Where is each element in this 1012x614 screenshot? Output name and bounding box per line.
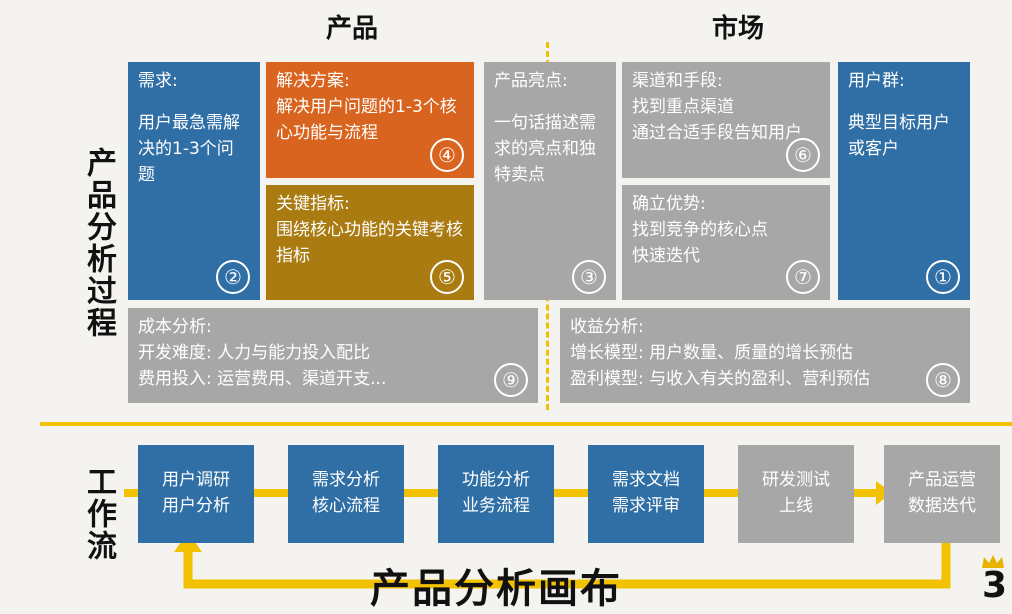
- card-revenue-number: ⑧: [926, 363, 960, 397]
- card-demand-number: ②: [216, 260, 250, 294]
- crown-icon: [982, 555, 1004, 568]
- workflow-step-3-line2: 业务流程: [462, 496, 530, 516]
- card-demand-title: 需求:: [138, 71, 178, 91]
- card-revenue-title: 收益分析:: [570, 317, 644, 337]
- card-cost-line1: 开发难度: 人力与能力投入配比: [138, 343, 371, 363]
- workflow-step-4: 需求文档 需求评审: [588, 445, 704, 543]
- card-user-group-title: 用户群:: [848, 71, 905, 91]
- card-advantage-line1: 找到竞争的核心点: [632, 220, 768, 240]
- card-user-group: 用户群: 典型目标用户或客户 ①: [838, 62, 970, 300]
- workflow-step-3: 功能分析 业务流程: [438, 445, 554, 543]
- page-number: 3: [982, 565, 1008, 606]
- workflow-step-1-line1: 用户调研: [162, 470, 230, 490]
- card-cost-title: 成本分析:: [138, 317, 212, 337]
- card-key-metrics-body: 围绕核心功能的关键考核指标: [276, 220, 463, 266]
- card-advantage-number: ⑦: [786, 260, 820, 294]
- card-advantage: 确立优势: 找到竞争的核心点 快速迭代 ⑦: [622, 185, 830, 300]
- workflow-step-4-line2: 需求评审: [612, 496, 680, 516]
- card-solution-number: ④: [430, 138, 464, 172]
- workflow-step-5: 研发测试 上线: [738, 445, 854, 543]
- card-advantage-title: 确立优势:: [632, 194, 706, 214]
- workflow-step-1: 用户调研 用户分析: [138, 445, 254, 543]
- card-solution-body: 解决用户问题的1-3个核心功能与流程: [276, 97, 457, 143]
- workflow-step-2: 需求分析 核心流程: [288, 445, 404, 543]
- card-highlights-body: 一句话描述需求的亮点和独特卖点: [494, 113, 596, 185]
- workflow-step-5-line1: 研发测试: [762, 470, 830, 490]
- card-demand: 需求: 用户最急需解决的1-3个问题 ②: [128, 62, 260, 300]
- card-highlights: 产品亮点: 一句话描述需求的亮点和独特卖点 ③: [484, 62, 616, 300]
- card-channels: 渠道和手段: 找到重点渠道 通过合适手段告知用户 ⑥: [622, 62, 830, 178]
- card-key-metrics: 关键指标: 围绕核心功能的关键考核指标 ⑤: [266, 185, 474, 300]
- card-highlights-number: ③: [572, 260, 606, 294]
- workflow-step-6-line1: 产品运营: [908, 470, 976, 490]
- card-solution-title: 解决方案:: [276, 71, 350, 91]
- card-highlights-title: 产品亮点:: [494, 71, 568, 91]
- card-cost-line2: 费用投入: 运营费用、渠道开支...: [138, 369, 387, 389]
- card-key-metrics-number: ⑤: [430, 260, 464, 294]
- workflow-step-3-line1: 功能分析: [462, 470, 530, 490]
- card-advantage-line2: 快速迭代: [632, 246, 700, 266]
- card-channels-line2: 通过合适手段告知用户: [632, 123, 802, 143]
- card-channels-number: ⑥: [786, 138, 820, 172]
- workflow-step-5-line2: 上线: [779, 496, 813, 516]
- card-key-metrics-title: 关键指标:: [276, 194, 350, 214]
- card-channels-title: 渠道和手段:: [632, 71, 723, 91]
- card-user-group-number: ①: [926, 260, 960, 294]
- product-header: 产品: [326, 14, 379, 44]
- card-user-group-body: 典型目标用户或客户: [848, 113, 950, 159]
- workflow-step-6-line2: 数据迭代: [908, 496, 976, 516]
- section-separator: [40, 422, 1012, 426]
- workflow-step-2-line2: 核心流程: [312, 496, 380, 516]
- card-revenue-line1: 增长模型: 用户数量、质量的增长预估: [570, 343, 854, 363]
- card-solution: 解决方案: 解决用户问题的1-3个核心功能与流程 ④: [266, 62, 474, 178]
- card-cost-number: ⑨: [494, 363, 528, 397]
- card-cost: 成本分析: 开发难度: 人力与能力投入配比 费用投入: 运营费用、渠道开支...…: [128, 308, 538, 403]
- card-demand-body: 用户最急需解决的1-3个问题: [138, 113, 240, 185]
- workflow-step-2-line1: 需求分析: [312, 470, 380, 490]
- canvas-title: 产品分析画布: [370, 566, 622, 612]
- workflow-step-1-line2: 用户分析: [162, 496, 230, 516]
- workflow-step-4-line1: 需求文档: [612, 470, 680, 490]
- market-header: 市场: [712, 14, 765, 44]
- card-revenue-line2: 盈利模型: 与收入有关的盈利、营利预估: [570, 369, 871, 389]
- card-channels-line1: 找到重点渠道: [632, 97, 734, 117]
- workflow-label: 工作流: [81, 466, 116, 562]
- workflow-step-6: 产品运营 数据迭代: [884, 445, 1000, 543]
- card-revenue: 收益分析: 增长模型: 用户数量、质量的增长预估 盈利模型: 与收入有关的盈利、…: [560, 308, 970, 403]
- process-label: 产品分析过程: [81, 147, 116, 339]
